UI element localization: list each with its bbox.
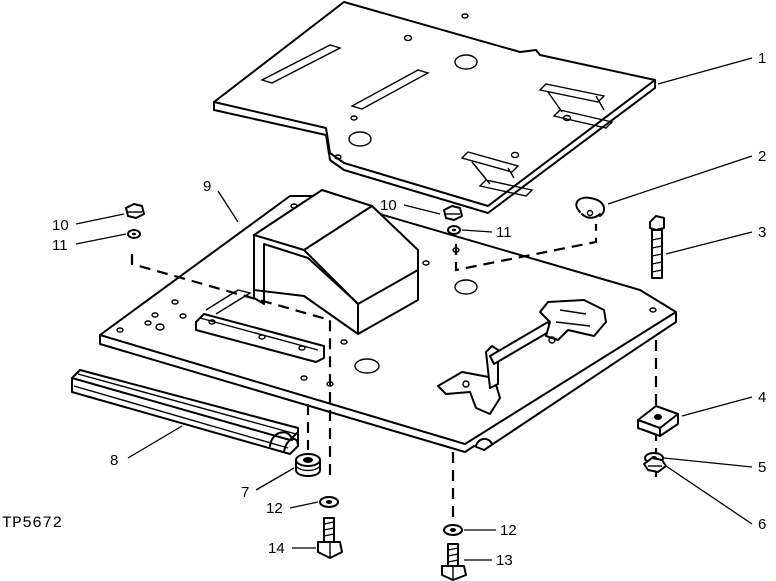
callout-14: 14 bbox=[268, 540, 285, 557]
callout-9: 9 bbox=[203, 178, 211, 195]
figure-reference: TP5672 bbox=[2, 514, 63, 532]
callout-6: 6 bbox=[758, 516, 766, 533]
floor-plate-part-1 bbox=[213, 1, 656, 214]
leader-lines bbox=[75, 57, 753, 561]
bolt-part-13 bbox=[441, 543, 467, 581]
hardware bbox=[125, 196, 679, 581]
callout-12-left: 12 bbox=[266, 500, 283, 517]
washer-part-12-right bbox=[443, 524, 463, 536]
bolt-part-3 bbox=[649, 215, 665, 279]
callout-1: 1 bbox=[758, 50, 766, 67]
clip-part-2 bbox=[575, 196, 606, 219]
callout-10-right: 10 bbox=[380, 197, 397, 214]
callout-3: 3 bbox=[758, 224, 766, 241]
callout-4: 4 bbox=[758, 389, 766, 406]
callout-13: 13 bbox=[496, 552, 513, 569]
square-nut-part-4 bbox=[637, 405, 679, 437]
grommet-part-7 bbox=[295, 453, 321, 477]
callout-12-right: 12 bbox=[500, 522, 517, 539]
callout-10-left: 10 bbox=[52, 217, 69, 234]
base-plate-part-9 bbox=[99, 189, 677, 453]
nut-part-10-right bbox=[443, 205, 463, 221]
callout-numbers: 1 2 3 4 5 6 7 8 9 10 11 10 11 12 14 12 1… bbox=[52, 50, 766, 569]
washer-part-11-right bbox=[447, 225, 461, 235]
seal-strip-part-8 bbox=[71, 369, 299, 455]
callout-7: 7 bbox=[241, 484, 249, 501]
callout-5: 5 bbox=[758, 459, 766, 476]
washer-part-11-left bbox=[127, 229, 141, 239]
callout-11-right: 11 bbox=[496, 224, 512, 241]
callout-8: 8 bbox=[110, 452, 118, 469]
bolt-part-14 bbox=[317, 517, 343, 559]
washer-part-12-left bbox=[319, 496, 339, 508]
callout-11-left: 11 bbox=[52, 237, 68, 254]
nut-part-10-left bbox=[125, 203, 145, 219]
callout-2: 2 bbox=[758, 148, 766, 165]
